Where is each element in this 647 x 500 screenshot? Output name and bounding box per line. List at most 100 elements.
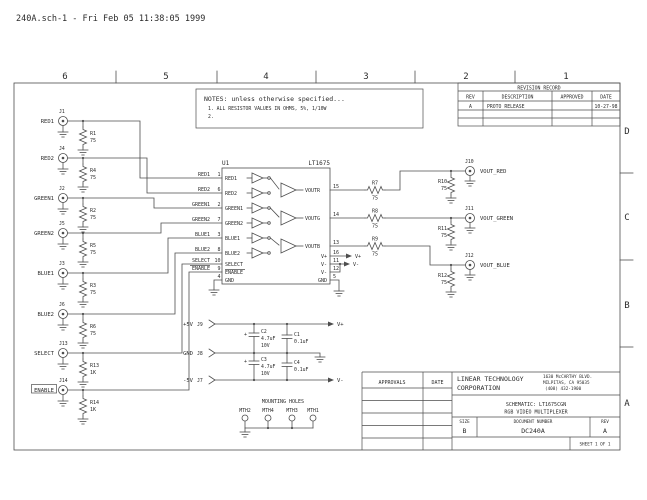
rail-label: +5V xyxy=(183,322,194,328)
cap-voltage: 10V xyxy=(261,371,270,377)
resistor-ref: R8 xyxy=(372,209,378,215)
notes-line2: 2. xyxy=(208,114,214,120)
input-channel-green1[interactable]: GREEN1 J2 R2 75 xyxy=(34,186,223,233)
resistor-ref: R4 xyxy=(90,168,96,174)
resistor-ref: R3 xyxy=(90,283,96,289)
revision-record-table: REVISION RECORD REV DESCRIPTION APPROVED… xyxy=(457,82,621,127)
resistor-ref: R2 xyxy=(90,208,96,214)
resistor-ref: R7 xyxy=(372,181,378,187)
ic-pin-name: GND xyxy=(225,278,234,284)
col-label: 4 xyxy=(263,72,268,82)
hole-label: MTH3 xyxy=(286,408,298,414)
connector-ref: J10 xyxy=(465,159,474,165)
resistor-ref: R6 xyxy=(90,324,96,330)
ic-pin-name: VOUTR xyxy=(305,188,321,194)
col-label: 6 xyxy=(62,72,67,82)
hole-label: MTH2 xyxy=(239,408,251,414)
cap-ref: C2 xyxy=(261,329,267,335)
size-value: B xyxy=(463,427,467,435)
pin-number: 15 xyxy=(333,184,339,190)
approvals-header: APPROVALS xyxy=(378,380,405,386)
ic-pin-name: V- xyxy=(321,270,327,276)
resistor-ref: R9 xyxy=(372,237,378,243)
connector-ref: J14 xyxy=(59,378,68,384)
connector-ref: J1 xyxy=(59,109,65,115)
ic-pin-name: RED1 xyxy=(225,176,237,182)
connector-ref: J8 xyxy=(197,351,203,357)
connector-ref: J5 xyxy=(59,221,65,227)
window-title: 240A.sch-1 - Fri Feb 05 11:38:05 1999 xyxy=(16,14,205,24)
pin-number: 5 xyxy=(333,274,336,280)
pin-number: 12 xyxy=(333,266,339,272)
cap-ref: C4 xyxy=(294,360,300,366)
cap-value: 0.1uF xyxy=(294,367,309,373)
cap-ref: C1 xyxy=(294,332,300,338)
connector-ref: J9 xyxy=(197,322,203,328)
rail-label: GND xyxy=(183,351,193,357)
resistor-value: 75 xyxy=(441,186,447,192)
pin-number: 4 xyxy=(217,274,220,280)
resistor-ref: R14 xyxy=(90,400,99,406)
col-label: 5 xyxy=(163,72,168,82)
ic-u1[interactable]: U1 LT1675 RED1 1 RED2 6 GREEN1 2 GREEN2 … xyxy=(190,160,361,297)
resistor-value: 75 xyxy=(90,290,96,296)
net-label: BLUE1 xyxy=(195,232,210,238)
rev-label: REV xyxy=(601,419,609,425)
notes-line1: 1. ALL RESISTOR VALUES IN OHMS, 5%, 1/10… xyxy=(208,106,327,112)
company-address2: MILPITAS, CA 95035 xyxy=(543,380,590,386)
revision-row-desc: PROTO RELEASE xyxy=(487,104,525,110)
ic-pin-name: GREEN2 xyxy=(225,221,243,227)
input-channel-enable[interactable]: ENABLE J14 R14 1K xyxy=(31,271,223,425)
hole-label: MTH4 xyxy=(262,408,274,414)
title-block: APPROVALS DATE LINEAR TECHNOLOGY CORPORA… xyxy=(361,371,620,450)
ic-ref: U1 xyxy=(222,160,230,167)
col-label: 1 xyxy=(563,72,568,82)
input-channel-blue1[interactable]: BLUE1 J3 R3 75 xyxy=(37,237,223,308)
output-channel-blue[interactable]: R9 75 R12 75 J12 VOUT_BLUE xyxy=(329,237,510,298)
resistor-value: 1K xyxy=(90,370,96,376)
resistor-ref: R10 xyxy=(438,179,447,185)
ic-pin-name: SELECT xyxy=(225,262,243,268)
input-channel-red2[interactable]: RED2 J4 R4 75 xyxy=(41,146,223,194)
resistor-value: 75 xyxy=(372,224,378,230)
rail-label: -5V xyxy=(183,378,194,384)
resistor-value: 75 xyxy=(372,196,378,202)
net-label: GREEN1 xyxy=(192,202,210,208)
cap-ref: C3 xyxy=(261,357,267,363)
ic-pin-name: V+ xyxy=(321,254,327,260)
output-channel-red[interactable]: R7 75 R10 75 J10 VOUT_RED xyxy=(329,159,507,204)
signal-label: BLUE1 xyxy=(37,271,54,277)
input-channel-red1[interactable]: RED1 J1 R1 75 xyxy=(41,109,223,179)
row-label: C xyxy=(624,213,629,223)
revision-title: REVISION RECORD xyxy=(517,86,560,92)
resistor-ref: R5 xyxy=(90,243,96,249)
resistor-value: 75 xyxy=(90,331,96,337)
net-label: RED1 xyxy=(198,172,210,178)
sheet-border xyxy=(13,70,634,451)
ic-pin-name: GND xyxy=(318,278,327,284)
pin-number: 13 xyxy=(333,240,339,246)
cap-value: 0.1uF xyxy=(294,339,309,345)
border-row-labels: D C B A xyxy=(624,127,630,409)
polarity-plus: + xyxy=(244,359,247,365)
signal-label: RED1 xyxy=(41,119,54,125)
input-channel-green2[interactable]: GREEN2 J5 R5 75 xyxy=(34,221,223,268)
col-label: 3 xyxy=(363,72,368,82)
notes-box: NOTES: unless otherwise specified... 1. … xyxy=(195,88,424,129)
resistor-value: 75 xyxy=(90,215,96,221)
connector-ref: J12 xyxy=(465,253,474,259)
revision-col-desc: DESCRIPTION xyxy=(502,95,534,101)
input-channel-blue2[interactable]: BLUE2 J6 R6 75 xyxy=(37,252,223,349)
power-section[interactable]: +5V J9 V+ GND J8 -5V J7 V- + C2 4.7uF 10… xyxy=(183,319,344,385)
net-label: SELECT xyxy=(192,258,210,264)
net-label-enable: ENABLE xyxy=(192,266,210,272)
input-channel-select[interactable]: SELECT J13 R13 1K xyxy=(34,263,223,388)
doc-number-label: DOCUMENT NUMBER xyxy=(514,419,553,425)
resistor-value: 75 xyxy=(441,280,447,286)
mounting-holes[interactable]: MOUNTING HOLES MTH2 MTH4 MTH3 MTH1 xyxy=(239,399,319,438)
revision-row-rev: A xyxy=(469,104,472,110)
ic-pin-name: BLUE2 xyxy=(225,251,240,257)
signal-label: SELECT xyxy=(34,351,55,357)
output-channel-green[interactable]: R8 75 R11 75 J11 VOUT_GREEN xyxy=(329,206,513,251)
